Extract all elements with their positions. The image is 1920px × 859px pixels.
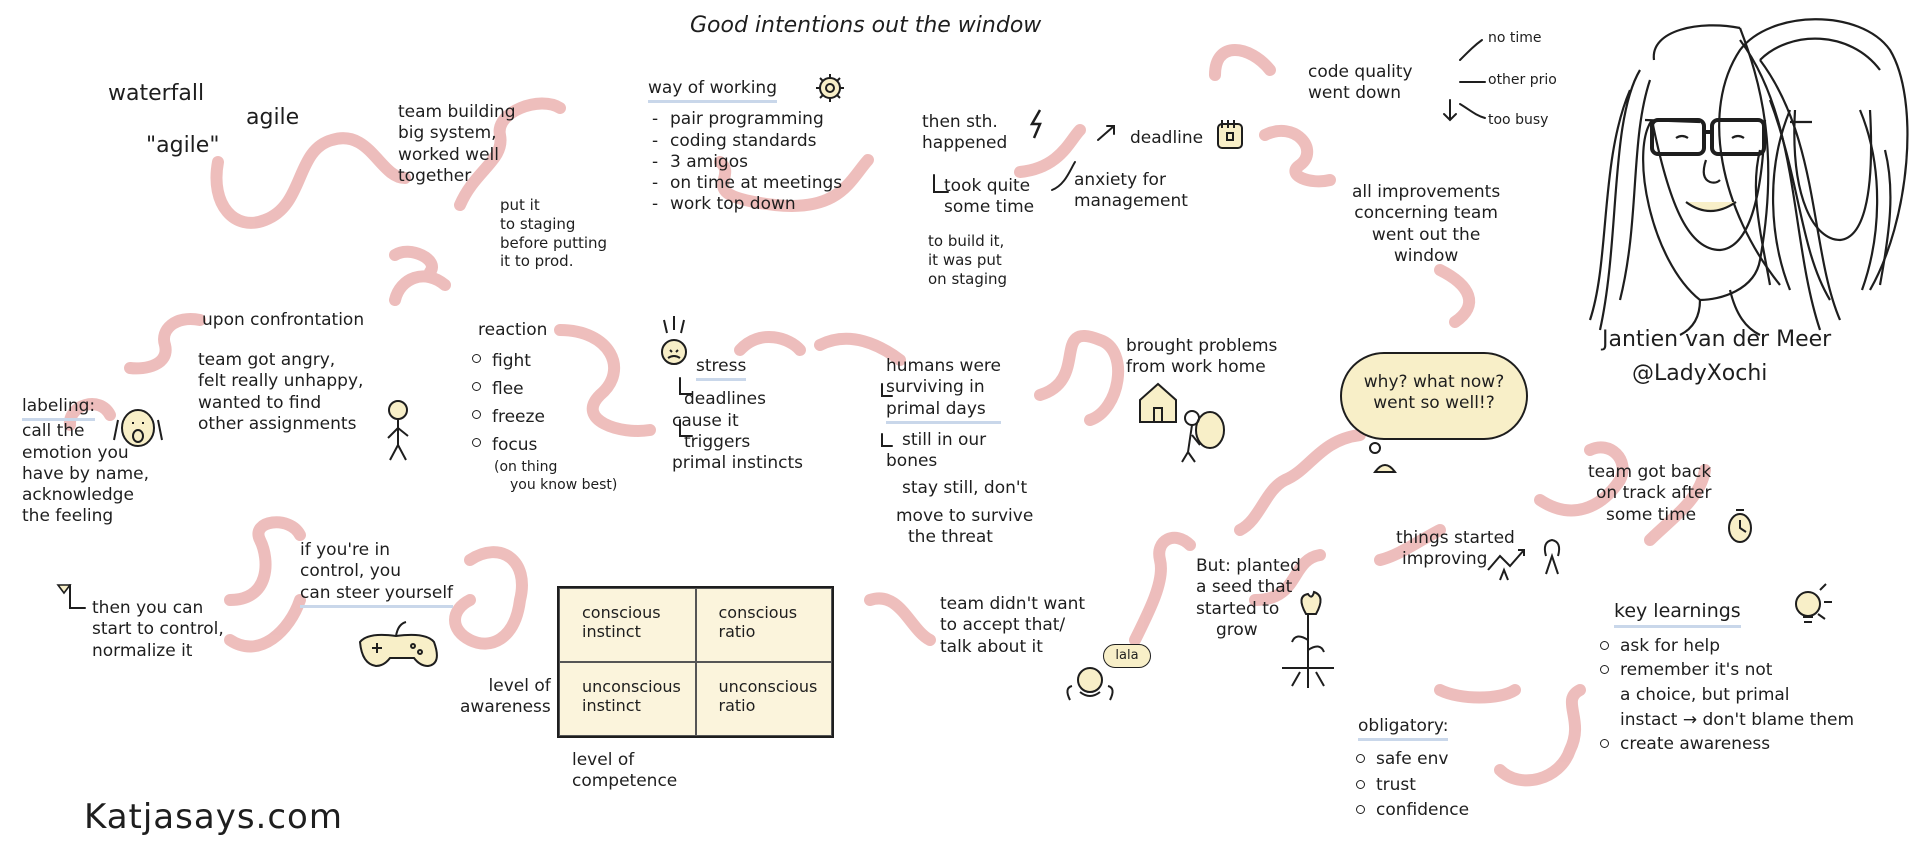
list-item: coding standards: [648, 131, 842, 153]
list-item: focus: [470, 431, 617, 459]
way-of-working-heading: way of working: [648, 78, 778, 104]
decorations: [113, 18, 1909, 701]
gear-icon: [816, 74, 844, 102]
brace-lines: [56, 584, 72, 595]
why-cloud: why? what now?went so well!?: [1340, 352, 1528, 440]
narrative-path: [64, 44, 1711, 787]
list-item: flee: [470, 375, 617, 403]
reason-other-prio: other prio: [1488, 72, 1557, 88]
deadline-text: deadline: [1130, 128, 1204, 148]
list-item: on time at meetings: [648, 173, 842, 195]
obligatory-list: safe env trust confidence: [1354, 747, 1469, 824]
way-of-working-list: pair programming coding standards 3 amig…: [648, 109, 842, 216]
then-something-text: then sth.happened: [922, 112, 1008, 154]
key-learnings: key learnings ask for help remember it's…: [1598, 600, 1854, 757]
page-title: Good intentions out the window: [690, 13, 1042, 38]
stress: stress deadlines cause it triggers prima…: [672, 356, 803, 473]
key-learnings-list: ask for help remember it's not a choice,…: [1598, 634, 1854, 757]
reaction: reaction fight flee freeze focus (on thi…: [470, 320, 617, 494]
list-item: work top down: [648, 194, 842, 216]
growth-arrows-icon: [1487, 538, 1561, 581]
gamepad-icon: [358, 621, 438, 668]
obligatory: obligatory: safe env trust confidence: [1354, 716, 1469, 824]
list-item: fight: [470, 347, 617, 375]
house-icon: [1139, 382, 1225, 463]
author-name: Jantien van der Meer: [1602, 327, 1832, 352]
list-item: confidence: [1354, 798, 1469, 824]
list-item: safe env: [1354, 747, 1469, 773]
lala-person-icon: [1066, 667, 1114, 701]
clock-icon: [1728, 509, 1752, 543]
agile-label: agile: [246, 105, 300, 130]
list-item: 3 amigos: [648, 152, 842, 174]
list-item: pair programming: [648, 109, 842, 131]
scared-face-icon: [113, 409, 163, 447]
waterfall-label: waterfall: [108, 81, 205, 106]
lightbulb-icon: [661, 316, 687, 365]
labeling-heading: labeling:: [22, 396, 96, 422]
stress-heading: stress: [696, 356, 747, 382]
lightning-icon: [1029, 109, 1042, 139]
list-item: trust: [1354, 773, 1469, 799]
confrontation-heading: upon confrontation: [202, 310, 365, 330]
way-of-working: way of working pair programming coding s…: [648, 78, 842, 216]
list-item: ask for help: [1598, 634, 1854, 659]
reason-no-time: no time: [1488, 30, 1542, 46]
footer-site: Katjasays.com: [84, 797, 343, 837]
list-item: freeze: [470, 403, 617, 431]
lala-bubble: lala: [1103, 644, 1151, 668]
angry-person-icon: [387, 400, 409, 461]
confrontation-text: team got angry,felt really unhappy, want…: [198, 350, 364, 434]
author-handle: @LadyXochi: [1632, 361, 1768, 386]
key-learnings-bulb-icon: [1795, 583, 1832, 623]
reaction-heading: reaction: [478, 320, 548, 340]
obligatory-heading: obligatory:: [1358, 716, 1449, 742]
reason-too-busy: too busy: [1488, 112, 1549, 128]
agile-quoted-label: "agile": [146, 133, 220, 158]
flower-icon: [1282, 590, 1334, 688]
key-learnings-heading: key learnings: [1614, 600, 1741, 628]
calendar-icon: [1217, 120, 1243, 149]
list-item: create awareness: [1598, 732, 1854, 757]
portrait-face: [1588, 24, 1842, 336]
reaction-list: fight flee freeze focus: [470, 347, 617, 459]
list-item: remember it's not a choice, but primal i…: [1598, 658, 1854, 732]
